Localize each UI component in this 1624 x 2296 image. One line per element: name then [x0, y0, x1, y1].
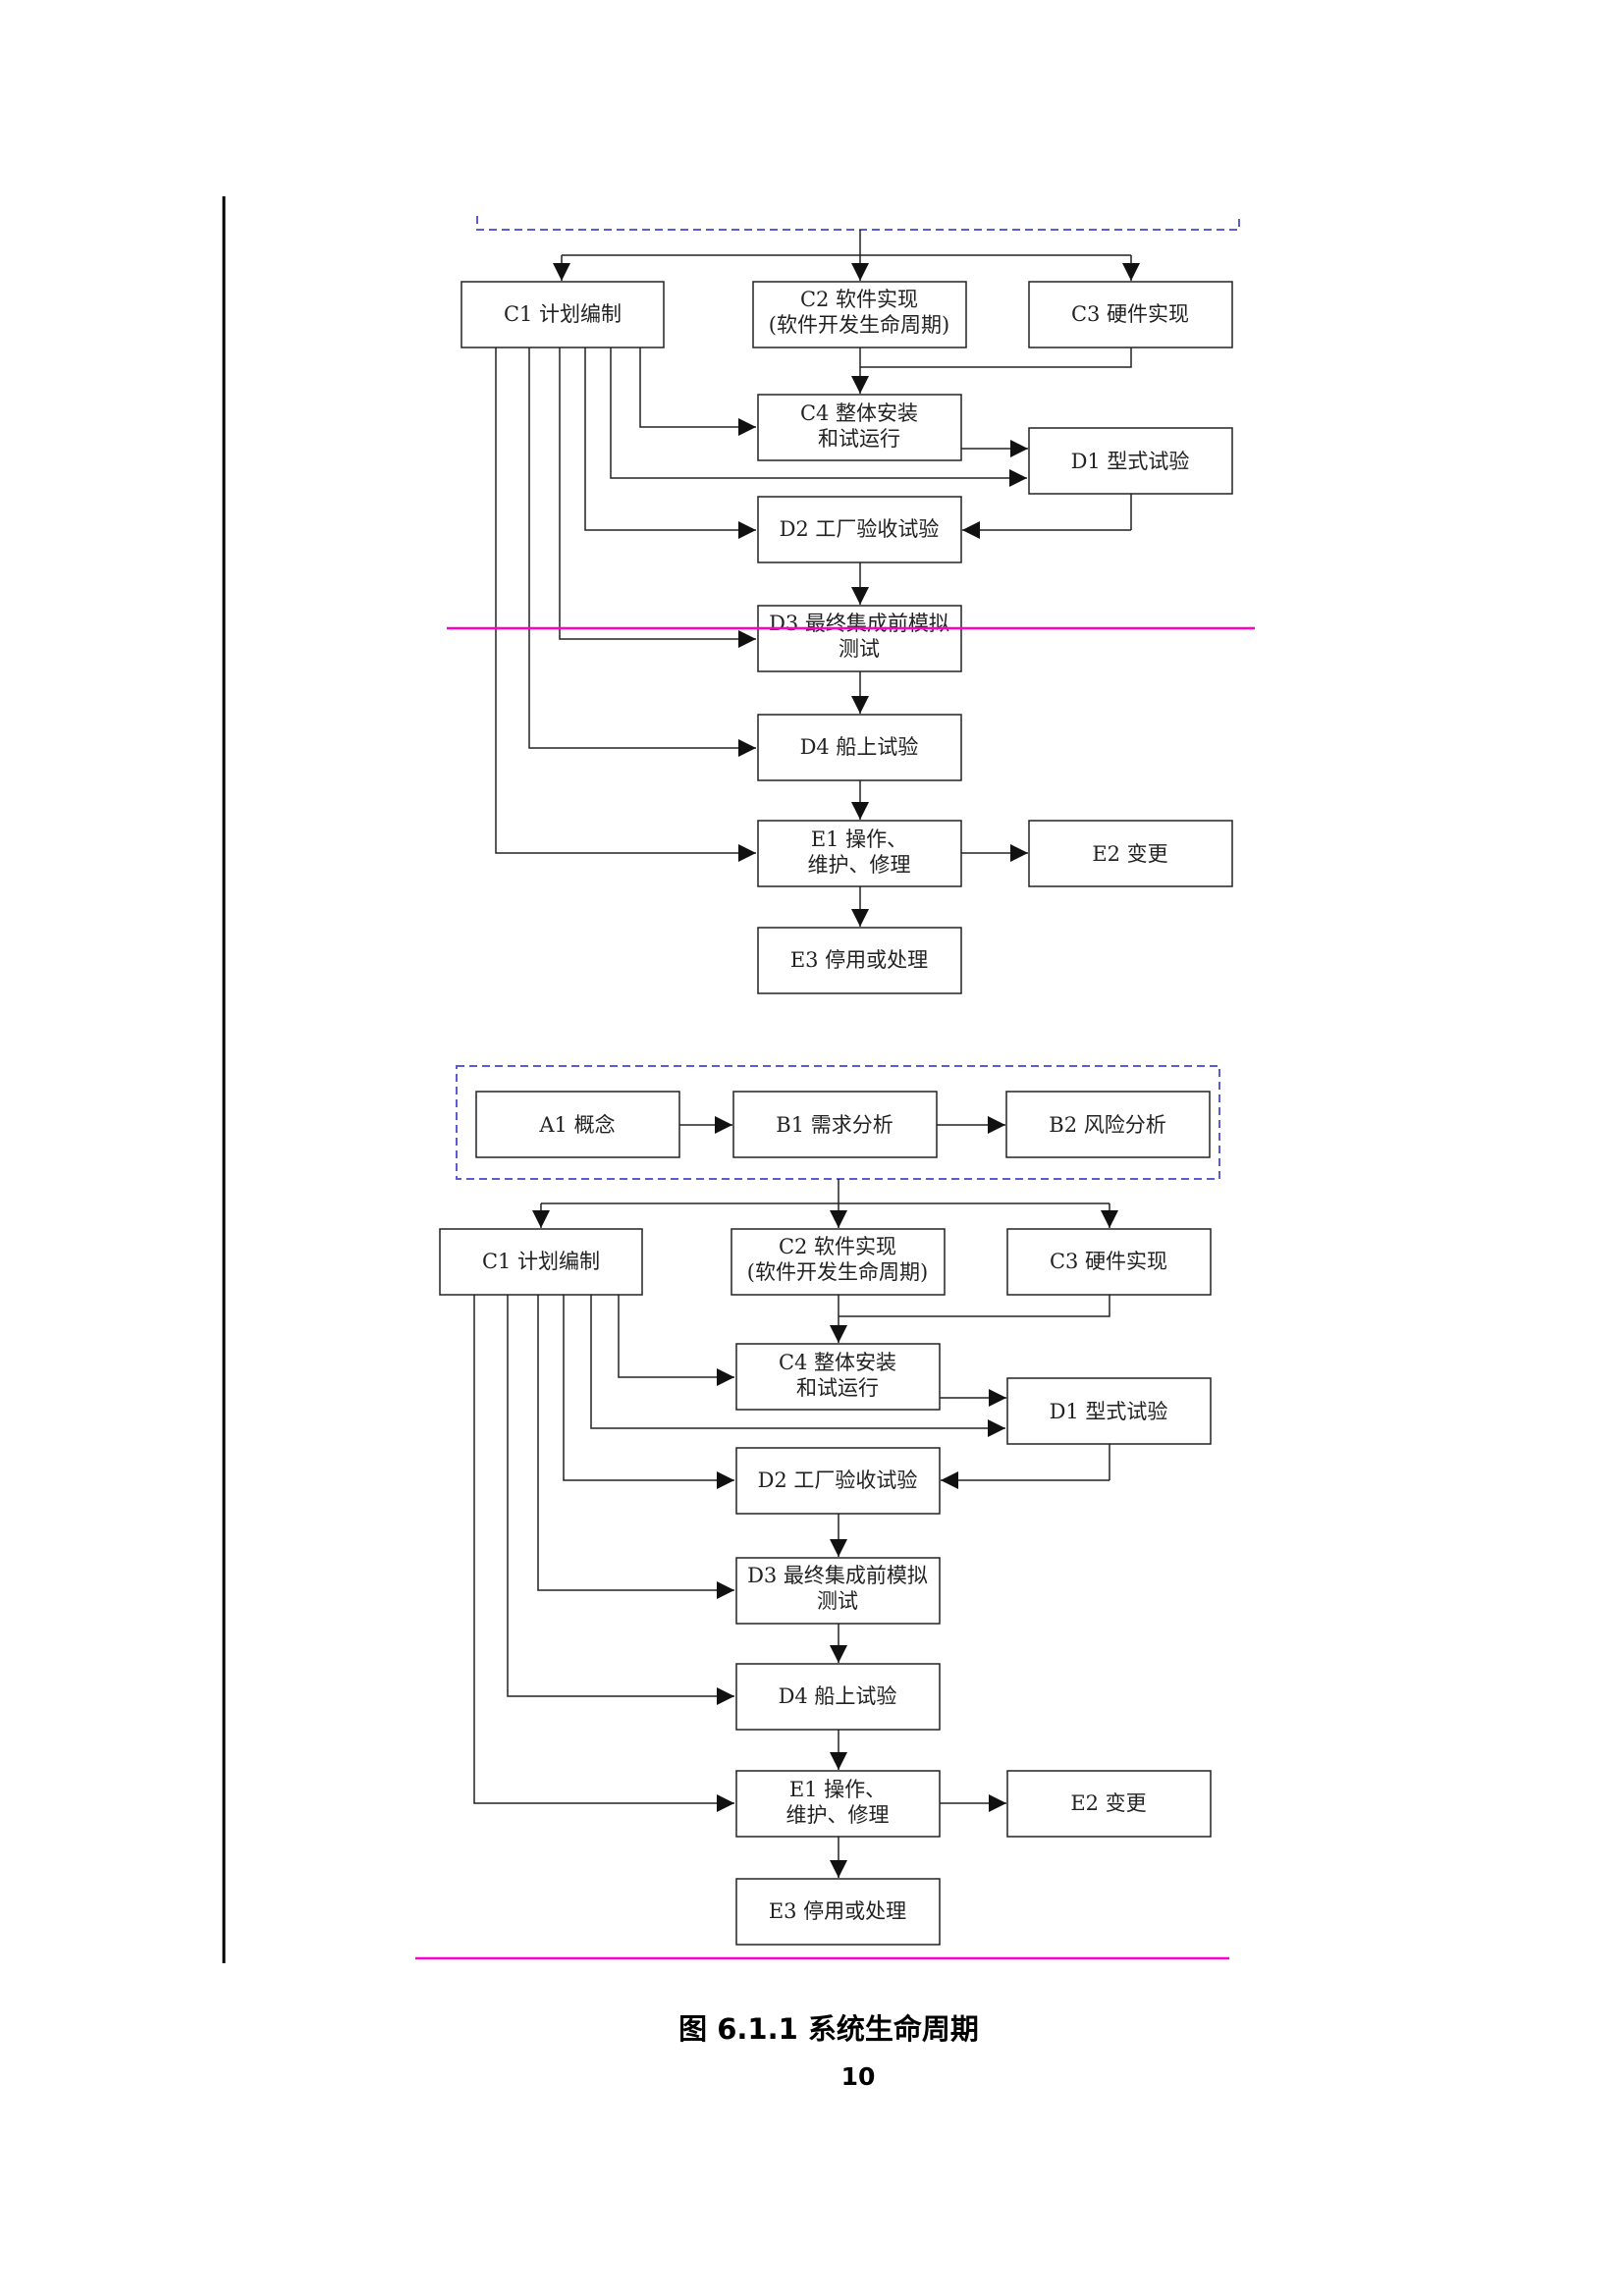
top-e3-box	[757, 927, 962, 994]
top-c1-label: C1 计划编制	[504, 302, 622, 326]
bottom-a1-label: A1 概念	[538, 1113, 615, 1137]
top-e1-label-line2: 维护、修理	[808, 853, 911, 877]
figure-caption: 图 6.1.1 系统生命周期	[678, 2012, 979, 2046]
top-c4-label-line1: C4 整体安装	[800, 401, 918, 425]
top-labels: C1 计划编制 C2 软件实现 (软件开发生命周期) C3 硬件实现 C4 整体…	[504, 288, 1189, 972]
top-d3-label-line1: D3 最终集成前模拟	[769, 612, 949, 635]
top-d1-label: D1 型式试验	[1071, 450, 1190, 473]
top-c4-label-line2: 和试运行	[818, 427, 900, 451]
bottom-c4-label-line2: 和试运行	[796, 1376, 879, 1400]
top-e3-label: E3 停用或处理	[790, 948, 928, 972]
bottom-e2-label: E2 变更	[1070, 1791, 1146, 1815]
bottom-e3-box	[735, 1878, 941, 1946]
top-c3-label: C3 硬件实现	[1071, 302, 1189, 326]
top-c1-box	[460, 281, 665, 348]
bottom-c2-label-line2: (软件开发生命周期)	[747, 1260, 928, 1284]
top-d3-label-line2: 测试	[839, 637, 880, 661]
top-diagram	[460, 216, 1240, 994]
bottom-c3-label: C3 硬件实现	[1050, 1250, 1167, 1273]
top-c2-label-line2: (软件开发生命周期)	[769, 313, 949, 337]
bottom-e3-label: E3 停用或处理	[769, 1899, 906, 1923]
bottom-b2-box	[1005, 1091, 1211, 1158]
page-number: 10	[841, 2062, 876, 2091]
top-c2-label-line1: C2 软件实现	[800, 288, 918, 311]
top-d2-label: D2 工厂验收试验	[780, 517, 940, 541]
top-e2-box	[1028, 820, 1233, 887]
bottom-e1-label-line2: 维护、修理	[786, 1803, 890, 1827]
bottom-c4-box	[735, 1343, 941, 1411]
bottom-d3-label-line2: 测试	[817, 1589, 858, 1613]
bottom-c2-label-line1: C2 软件实现	[779, 1235, 896, 1258]
bottom-c1-label: C1 计划编制	[482, 1250, 600, 1273]
top-e1-label-line1: E1 操作、	[811, 828, 907, 851]
bottom-b1-label: B1 需求分析	[776, 1113, 893, 1137]
top-d4-label: D4 船上试验	[800, 735, 919, 759]
bottom-e2-box	[1006, 1770, 1212, 1838]
bottom-e1-label-line1: E1 操作、	[789, 1778, 886, 1801]
bottom-d3-label-line1: D3 最终集成前模拟	[747, 1564, 928, 1587]
top-c4-box	[757, 394, 962, 461]
dashed-group-top-partial	[476, 216, 1240, 231]
bottom-b2-label: B2 风险分析	[1049, 1113, 1165, 1137]
top-e2-label: E2 变更	[1092, 842, 1167, 866]
bottom-d4-label: D4 船上试验	[779, 1684, 897, 1708]
bottom-labels: A1 概念 B1 需求分析 B2 风险分析 C1 计划编制 C2 软件实现 (软…	[482, 1113, 1167, 1923]
bottom-d1-label: D1 型式试验	[1050, 1400, 1168, 1423]
bottom-diagram	[439, 1065, 1220, 1946]
bottom-d2-label: D2 工厂验收试验	[758, 1468, 918, 1492]
bottom-c4-label-line1: C4 整体安装	[779, 1351, 896, 1374]
bottom-c1-box	[439, 1228, 643, 1296]
